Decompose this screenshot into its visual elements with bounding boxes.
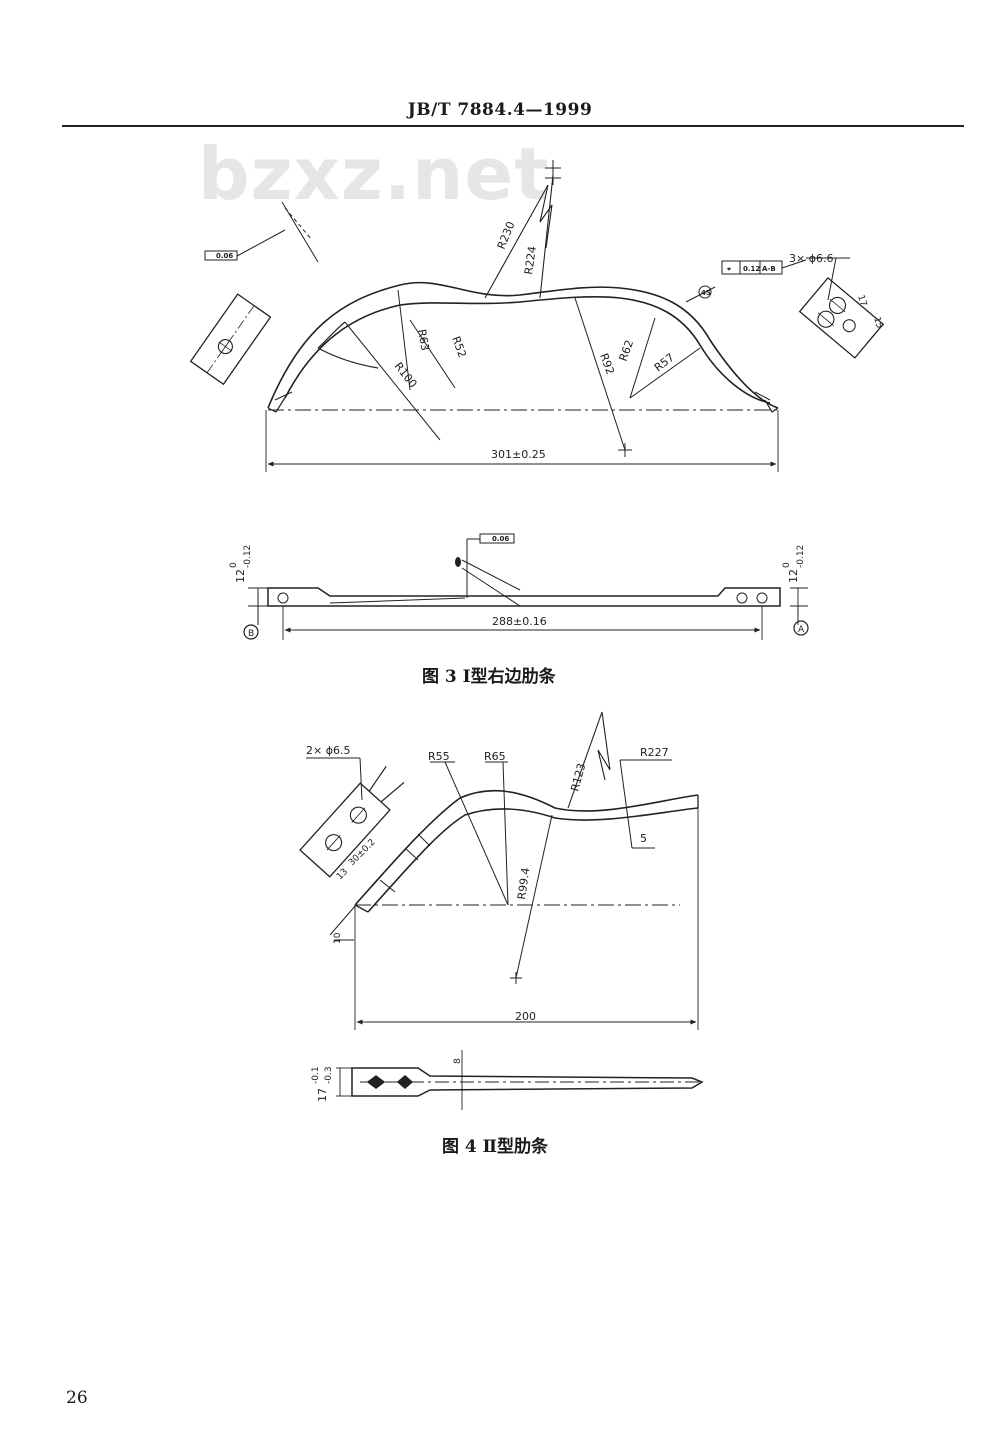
fig4-side-dim-8: 8	[453, 1058, 463, 1064]
fig3-side-flat-tol: 0.06	[492, 535, 509, 543]
watermark: bzxz.net	[198, 132, 550, 216]
fig4-r99-4: R99.4	[515, 867, 532, 901]
fig4-side-tol-upper: -0.1	[311, 1066, 321, 1084]
figure3-caption: 图 3 Ⅰ型右边肋条	[422, 667, 556, 687]
fig3-r62: R62	[617, 338, 637, 363]
fig4-side-thickness: 17	[316, 1088, 329, 1102]
page-number: 26	[66, 1388, 88, 1408]
fig3-angle-mark: 45	[701, 289, 711, 297]
fig4-dim-10: 10	[333, 932, 343, 944]
fig3-r57: R57	[652, 351, 677, 375]
fig3-side-thick-left: 12	[234, 569, 247, 583]
right-end-detail	[798, 276, 885, 359]
figure4-top-view	[299, 711, 699, 1030]
fig3-datum-b: B	[248, 629, 254, 639]
fig4-side-tol-lower: -0.3	[324, 1066, 334, 1084]
fig3-side-thick-right: 12	[787, 569, 800, 583]
fig3-position-symbol: ⌖	[726, 265, 731, 273]
fig3-dim-15: 15	[871, 316, 884, 330]
figure3-top-view	[189, 160, 885, 472]
figure4-side-view	[336, 1050, 704, 1110]
fig3-dim-17: 17	[855, 294, 868, 308]
rib-outer-edge	[267, 281, 779, 409]
fig3-side-tol-lower-right: -0.12	[796, 545, 806, 568]
fig3-position-tol: 0.12	[743, 265, 760, 273]
rib-inner-edge	[284, 295, 771, 404]
fig3-datum-ref: A-B	[762, 265, 776, 273]
fig3-r52: R52	[449, 335, 469, 360]
fig3-side-overall: 288±0.16	[492, 615, 547, 628]
fig3-r92: R92	[597, 352, 617, 377]
left-end-detail	[189, 293, 272, 386]
fig3-side-tol-upper-left: 0	[229, 562, 239, 568]
fig4-r55: R55	[428, 750, 450, 763]
figure4-caption: 图 4 Ⅱ型肋条	[442, 1137, 548, 1157]
fig4-r123: R123	[568, 762, 588, 793]
header-rule	[62, 125, 964, 127]
fig4-hole-spec: 2× ϕ6.5	[306, 744, 350, 757]
fig4-dim-5: 5	[640, 832, 647, 845]
fig3-r224: R224	[522, 245, 539, 275]
fig3-r63: R63	[415, 328, 432, 352]
figure3-side-view	[243, 533, 809, 640]
page-header: JB/T 7884.4—1999	[407, 100, 593, 120]
fig3-datum-a: A	[798, 625, 805, 635]
rib4-outer-edge	[354, 789, 699, 906]
fig3-flat-tol: 0.06	[216, 252, 233, 260]
fig3-overall-dim: 301±0.25	[491, 448, 546, 461]
fig3-side-tol-lower-left: -0.12	[243, 545, 253, 568]
fig3-hole-spec: 3× ϕ6.6	[789, 252, 833, 265]
fig3-side-tol-upper-right: 0	[782, 562, 792, 568]
fig4-r227: R227	[640, 746, 669, 759]
fig4-overall-dim: 200	[515, 1010, 536, 1023]
rib4-inner-edge	[367, 807, 699, 913]
fig4-r65: R65	[484, 750, 506, 763]
